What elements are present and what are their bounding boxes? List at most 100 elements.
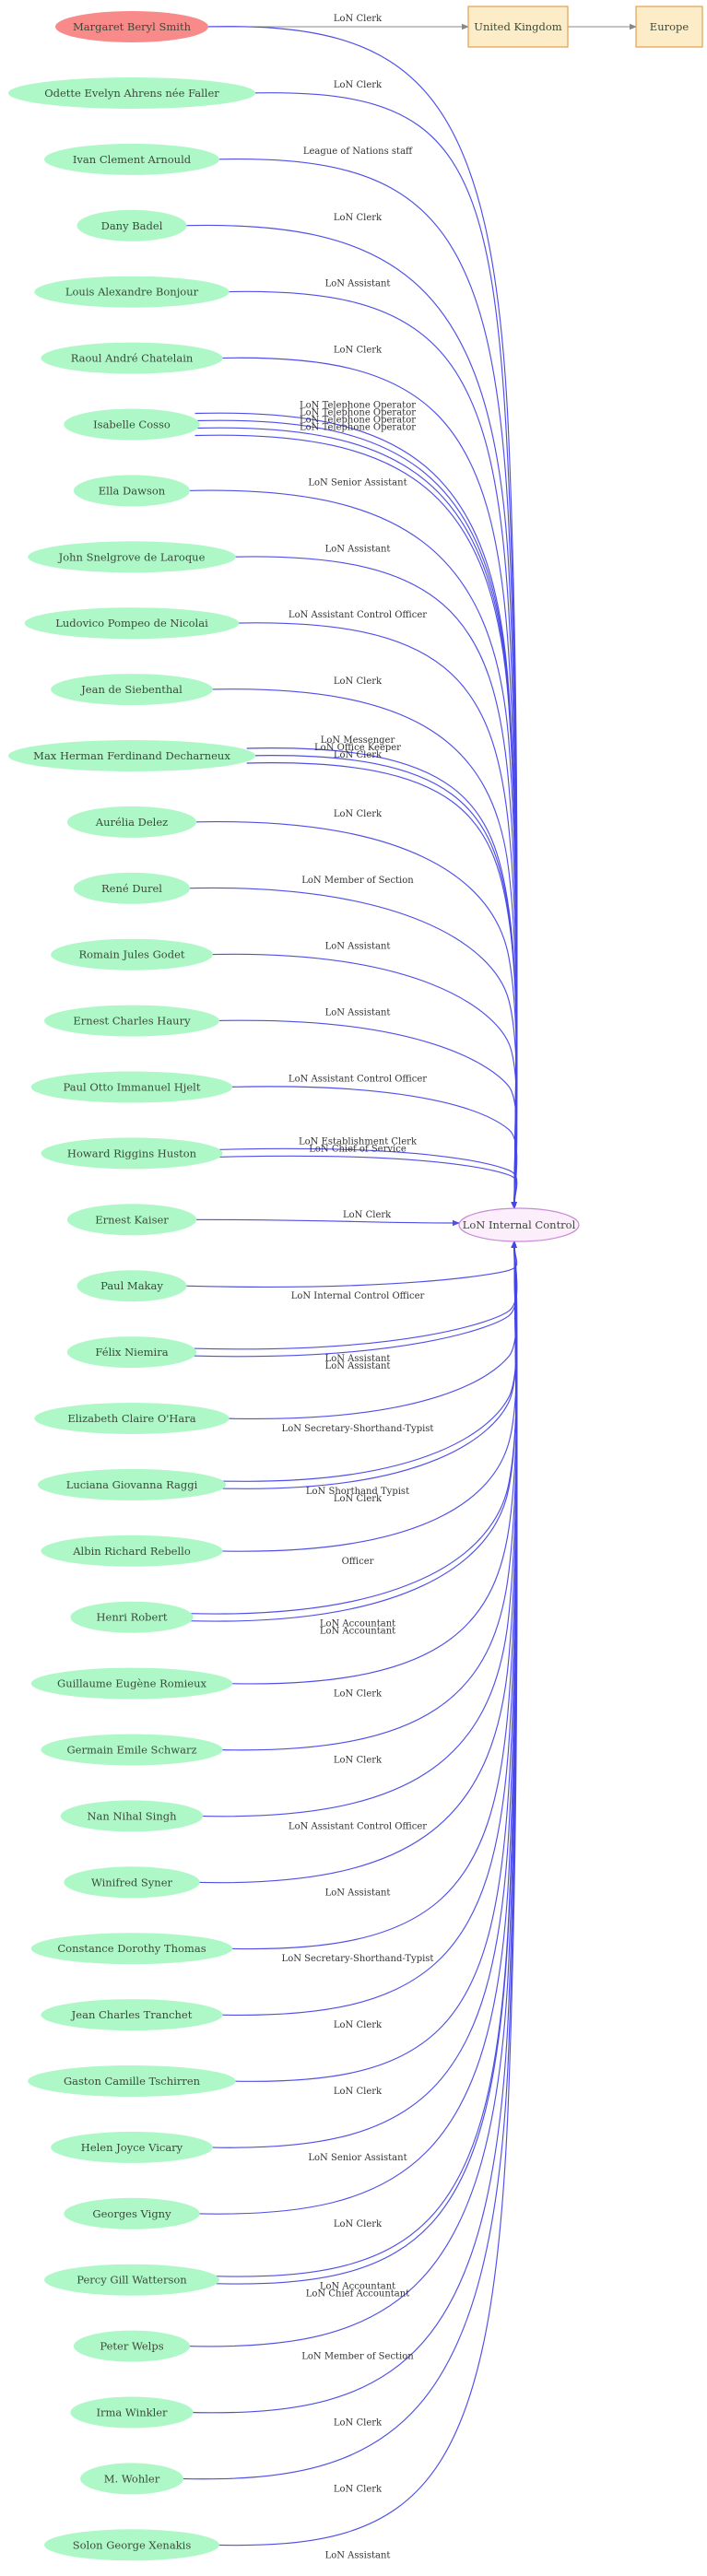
node-person-label: Ivan Clement Arnould xyxy=(73,153,192,166)
node-person-isabelle-cosso[interactable]: Isabelle Cosso xyxy=(64,408,200,441)
edge-label: LoN Clerk xyxy=(334,2087,383,2097)
edge-label: LoN Clerk xyxy=(334,2020,383,2030)
node-place-box xyxy=(635,6,703,48)
edge-label: LoN Accountant xyxy=(320,1619,395,1629)
edge-howard-riggins-huston-2 xyxy=(216,1155,518,1209)
node-person-ivan-clement-arnould[interactable]: Ivan Clement Arnould xyxy=(44,143,219,175)
node-person-irma-winkler[interactable]: Irma Winkler xyxy=(70,2396,194,2429)
node-person-nan-nihal-singh[interactable]: Nan Nihal Singh xyxy=(60,1800,204,1832)
node-place-united-kingdom[interactable]: United Kingdom xyxy=(467,6,569,48)
node-person-germain-emile-schwarz[interactable]: Germain Emile Schwarz xyxy=(41,1734,223,1766)
node-person-label: Jean Charles Tranchet xyxy=(71,2008,193,2021)
node-person-helen-joyce-vicary[interactable]: Helen Joyce Vicary xyxy=(51,2131,213,2163)
node-place-label: United Kingdom xyxy=(474,20,562,33)
edge-label: LoN Messenger xyxy=(321,735,395,746)
node-person-shape xyxy=(64,1866,200,1899)
node-person-ella-dawson[interactable]: Ella Dawson xyxy=(73,475,191,507)
node-person-winifred-syner[interactable]: Winifred Syner xyxy=(64,1866,200,1899)
nodes-layer: Margaret Beryl Smith United Kingdom Europe… xyxy=(7,6,703,2561)
node-person-shape xyxy=(51,2131,213,2163)
node-person-peter-welps[interactable]: Peter Welps xyxy=(73,2330,191,2362)
edge-label: LoN Clerk xyxy=(334,213,383,223)
edge-albin-richard-rebello-1 xyxy=(216,1241,518,1552)
node-person-shape xyxy=(44,2529,219,2561)
node-person-shape xyxy=(44,143,219,175)
edge-paul-makay-1 xyxy=(183,1241,518,1288)
edge-label: LoN Assistant xyxy=(325,2550,391,2560)
node-person-felix-niemira[interactable]: Félix Niemira xyxy=(66,1336,197,1369)
edge-label: LoN Shorthand Typist xyxy=(306,1487,409,1497)
node-person-paul-otto-immanuel-hjelt[interactable]: Paul Otto Immanuel Hjelt xyxy=(30,1071,233,1103)
node-person-max-herman-ferdinand-decharneux[interactable]: Max Herman Ferdinand Decharneux xyxy=(7,740,256,771)
node-person-label: Dany Badel xyxy=(101,219,163,232)
node-person-ludovico-pompeo-de-nicolai[interactable]: Ludovico Pompeo de Nicolai xyxy=(24,607,240,640)
node-person-shape xyxy=(73,2330,191,2362)
node-person-label: Romain Jules Godet xyxy=(78,948,184,961)
edge-georges-vigny-1 xyxy=(194,1241,518,2215)
node-person-gaston-camille-tschirren[interactable]: Gaston Camille Tschirren xyxy=(28,2065,236,2097)
node-person-shape xyxy=(73,475,191,507)
edge-label: LoN Clerk xyxy=(343,1210,392,1220)
node-person-shape xyxy=(66,1204,197,1236)
node-person-guillaume-eugene-romieux[interactable]: Guillaume Eugène Romieux xyxy=(30,1667,233,1700)
node-place-europe[interactable]: Europe xyxy=(635,6,703,48)
edge-label: LoN Senior Assistant xyxy=(308,2153,407,2163)
node-source-label: Margaret Beryl Smith xyxy=(73,20,192,33)
edge-label: LoN Office Keeper xyxy=(314,743,401,753)
node-person-label: Ernest Charles Haury xyxy=(73,1015,191,1028)
node-person-louis-alexandre-bonjour[interactable]: Louis Alexandre Bonjour xyxy=(34,276,230,308)
edge-label: LoN Assistant xyxy=(325,1354,391,1364)
node-person-odette-evelyn-ahrens-nee-faller[interactable]: Odette Evelyn Ahrens née Faller xyxy=(7,77,256,109)
node-person-percy-gill-watterson[interactable]: Percy Gill Watterson xyxy=(44,2264,219,2296)
node-person-shape xyxy=(28,2065,236,2097)
node-person-jean-de-siebenthal[interactable]: Jean de Siebenthal xyxy=(51,674,213,706)
node-person-ernest-kaiser[interactable]: Ernest Kaiser xyxy=(66,1204,197,1236)
edge-label: LoN Chief Accountant xyxy=(306,2289,409,2300)
edge-label: LoN Senior Assistant xyxy=(308,477,407,488)
node-person-label: Odette Evelyn Ahrens née Faller xyxy=(44,87,219,100)
edge-nan-nihal-singh-1 xyxy=(197,1241,518,1817)
node-person-solon-george-xenakis[interactable]: Solon George Xenakis xyxy=(44,2529,219,2561)
node-person-romain-jules-godet[interactable]: Romain Jules Godet xyxy=(51,938,213,970)
node-person-rene-durel[interactable]: René Durel xyxy=(73,872,191,904)
node-person-jean-charles-tranchet[interactable]: Jean Charles Tranchet xyxy=(41,1999,223,2031)
node-person-constance-dorothy-thomas[interactable]: Constance Dorothy Thomas xyxy=(30,1933,233,1965)
node-person-raoul-andre-chatelain[interactable]: Raoul André Chatelain xyxy=(41,342,223,374)
node-person-albin-richard-rebello[interactable]: Albin Richard Rebello xyxy=(41,1535,223,1567)
edge-label: LoN Assistant xyxy=(325,1008,391,1018)
node-person-m-wohler[interactable]: M. Wohler xyxy=(80,2463,183,2495)
node-person-shape xyxy=(30,1933,233,1965)
node-person-paul-makay[interactable]: Paul Makay xyxy=(77,1270,187,1302)
edge-ella-dawson-1 xyxy=(185,489,518,1209)
node-person-georges-vigny[interactable]: Georges Vigny xyxy=(64,2197,200,2229)
node-person-label: Luciana Giovanna Raggi xyxy=(66,1478,198,1491)
node-person-john-snelgrove-de-laroque[interactable]: John Snelgrove de Laroque xyxy=(28,541,236,573)
node-person-luciana-giovanna-raggi[interactable]: Luciana Giovanna Raggi xyxy=(37,1468,227,1500)
node-target[interactable]: LoN Internal Control xyxy=(458,1207,580,1242)
node-source[interactable]: Margaret Beryl Smith xyxy=(55,11,208,42)
node-person-shape xyxy=(73,872,191,904)
node-person-label: René Durel xyxy=(101,882,162,895)
edge-label: LoN Telephone Operator xyxy=(300,416,416,426)
node-person-henri-robert[interactable]: Henri Robert xyxy=(70,1601,194,1633)
node-person-shape xyxy=(51,674,213,706)
node-person-label: Ernest Kaiser xyxy=(95,1213,169,1226)
edge-label: LoN Accountant xyxy=(320,2282,395,2292)
edge-solon-george-xenakis-1 xyxy=(213,1241,518,2547)
edge-label: League of Nations staff xyxy=(303,147,413,157)
node-person-label: Nan Nihal Singh xyxy=(87,1809,177,1822)
node-person-howard-riggins-huston[interactable]: Howard Riggins Huston xyxy=(41,1137,223,1170)
node-person-elizabeth-claire-o-hara[interactable]: Elizabeth Claire O'Hara xyxy=(34,1403,230,1434)
node-person-aurelia-delez[interactable]: Aurélia Delez xyxy=(66,806,197,838)
node-person-shape xyxy=(28,541,236,573)
edge-label: LoN Clerk xyxy=(334,80,383,90)
node-person-shape xyxy=(34,1403,230,1434)
edge-label: LoN Secretary-Shorthand-Typist xyxy=(282,1424,434,1434)
node-person-shape xyxy=(70,1601,194,1633)
edge-label: LoN Member of Section xyxy=(301,2352,414,2362)
node-source-shape xyxy=(55,11,208,42)
edge-ernest-charles-haury-1 xyxy=(213,1019,518,1209)
node-person-dany-badel[interactable]: Dany Badel xyxy=(77,209,187,241)
node-person-ernest-charles-haury[interactable]: Ernest Charles Haury xyxy=(44,1005,219,1037)
